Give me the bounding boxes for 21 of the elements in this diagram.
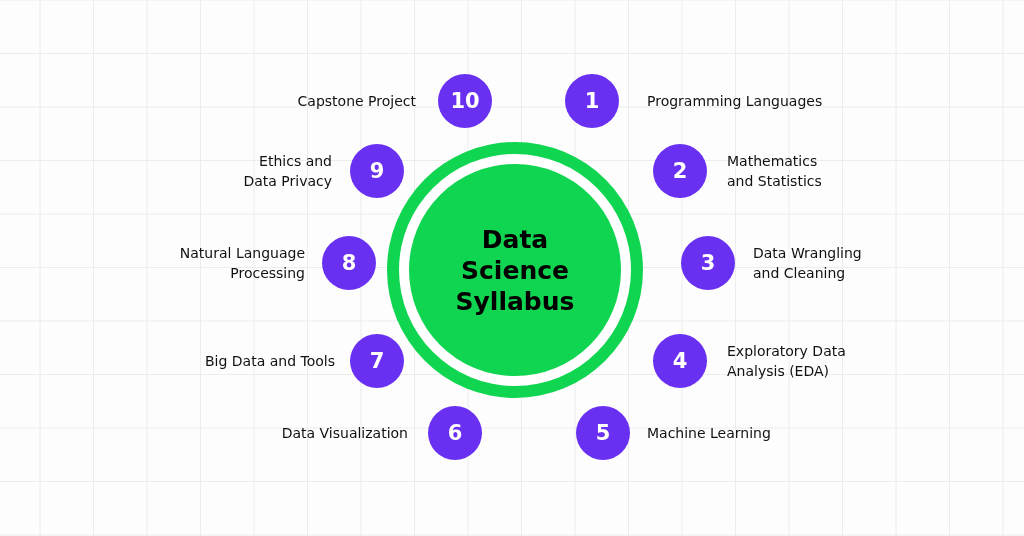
center-title: Data Science Syllabus — [454, 223, 576, 317]
topic-label: Big Data and Tools — [205, 352, 335, 371]
number-circle: 10 — [438, 74, 492, 128]
number-circle: 1 — [565, 74, 619, 128]
topic-label: Machine Learning — [647, 424, 771, 443]
topic-label: Ethics and Data Privacy — [242, 152, 332, 191]
topic-label: Natural Language Processing — [178, 244, 305, 283]
topic-label: Programming Languages — [647, 92, 823, 111]
number-circle: 4 — [653, 334, 707, 388]
topic-label: Data Wrangling and Cleaning — [753, 244, 863, 283]
topic-label: Capstone Project — [297, 92, 416, 111]
number-circle: 8 — [322, 236, 376, 290]
topic-label: Data Visualization — [281, 424, 408, 443]
number-circle: 9 — [350, 144, 404, 198]
number-circle: 7 — [350, 334, 404, 388]
number-circle: 2 — [653, 144, 707, 198]
number-circle: 6 — [428, 406, 482, 460]
number-circle: 3 — [681, 236, 735, 290]
number-circle: 5 — [576, 406, 630, 460]
topic-label: Exploratory Data Analysis (EDA) — [727, 342, 847, 381]
topic-label: Mathematics and Statistics — [727, 152, 823, 191]
